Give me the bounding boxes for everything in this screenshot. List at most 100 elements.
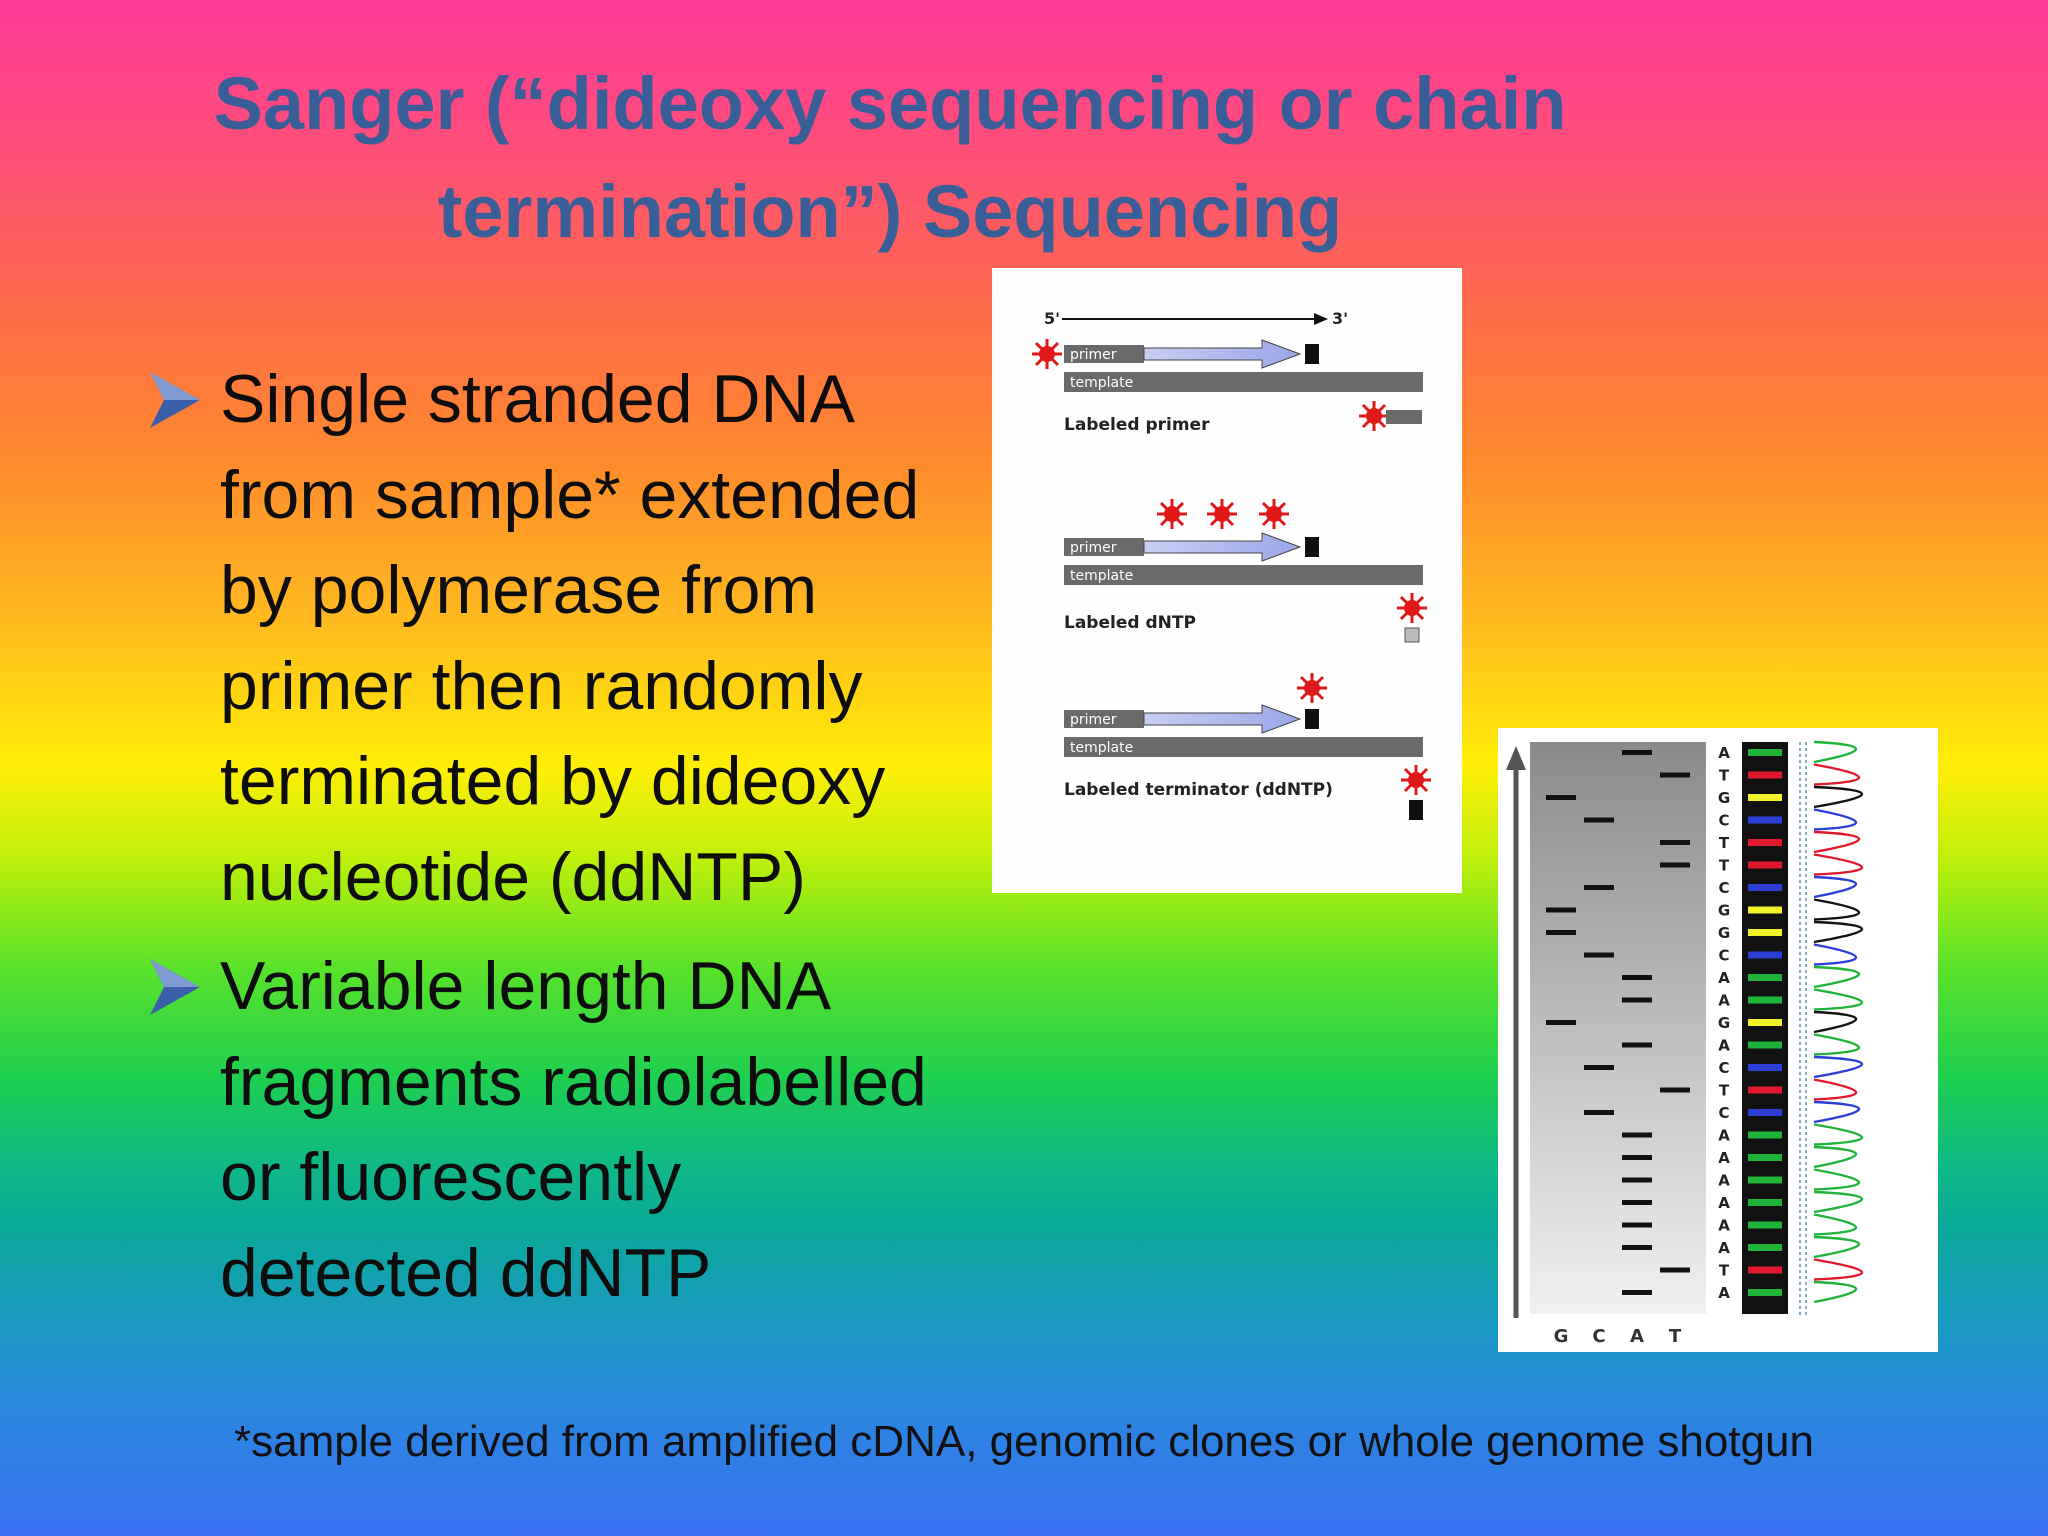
primer-label: primer xyxy=(1070,540,1117,556)
chromatogram-peak xyxy=(1813,1145,1857,1169)
template-label: template xyxy=(1070,740,1133,756)
bullet-line: fragments radiolabelled xyxy=(220,1043,927,1120)
sequence-letter: C xyxy=(1718,812,1729,830)
gel-band xyxy=(1660,1087,1690,1093)
sequence-letter: C xyxy=(1718,1059,1729,1077)
base-color-bar xyxy=(1748,1086,1782,1094)
chromatogram-peak xyxy=(1813,988,1864,1011)
chromatogram-peak xyxy=(1813,785,1864,809)
chromatogram-peak xyxy=(1813,1010,1857,1034)
base-color-bar xyxy=(1748,749,1782,756)
fluorophore-star-icon xyxy=(1399,763,1433,797)
base-color-bar xyxy=(1748,861,1782,869)
gel-band xyxy=(1622,1200,1652,1205)
fluorophore-star-icon xyxy=(1257,497,1291,531)
gel-band xyxy=(1584,1065,1614,1070)
sequence-letter: G xyxy=(1718,924,1730,942)
sequence-letter: A xyxy=(1718,1127,1730,1145)
sequence-letter: G xyxy=(1718,789,1730,807)
gel-band xyxy=(1622,1155,1652,1160)
base-color-bar xyxy=(1748,1244,1782,1251)
base-color-bar xyxy=(1748,884,1782,891)
sequence-letter: T xyxy=(1719,834,1730,852)
sequence-letter: A xyxy=(1718,1149,1730,1167)
base-color-bar xyxy=(1748,1019,1782,1026)
arrow-bullet-icon xyxy=(150,959,200,1015)
chromatogram-peak xyxy=(1813,1123,1864,1146)
sequence-letter: A xyxy=(1718,992,1730,1010)
base-color-bar xyxy=(1748,794,1782,801)
gel-band xyxy=(1660,1267,1690,1273)
chromatogram-peak xyxy=(1813,1078,1857,1101)
title-line-2: termination”) Sequencing xyxy=(437,170,1343,253)
chromatogram-peak xyxy=(1813,763,1861,786)
row-label: Labeled terminator (ddNTP) xyxy=(1064,780,1333,800)
gel-band xyxy=(1622,997,1652,1003)
sequence-color-bars xyxy=(1748,749,1782,1296)
bullet-line: or fluorescently xyxy=(220,1139,682,1215)
chromatogram-peak xyxy=(1813,920,1864,944)
chromatogram-peak xyxy=(1813,1100,1861,1124)
chromatogram-peak xyxy=(1813,830,1861,854)
sequence-letter: A xyxy=(1718,1217,1730,1235)
title-line-1: Sanger (“dideoxy sequencing or chain xyxy=(213,62,1567,145)
chromatogram-peak xyxy=(1813,808,1857,831)
base-color-bar xyxy=(1748,771,1782,779)
bullet-line: nucleotide (ddNTP) xyxy=(220,838,806,915)
base-color-bar xyxy=(1748,1041,1782,1049)
bullet-line: from sample* extended xyxy=(220,456,920,533)
bullet-line: Single stranded DNA xyxy=(220,361,856,437)
sequence-letter: T xyxy=(1719,857,1730,875)
fluorophore-star-icon xyxy=(1030,337,1064,371)
bullet-item: Variable length DNA fragments radiolabel… xyxy=(148,939,1008,1321)
gel-band xyxy=(1546,907,1576,913)
sequence-letter: A xyxy=(1718,1239,1730,1257)
three-prime-label: 3' xyxy=(1332,309,1348,328)
chromatogram-peak xyxy=(1813,1033,1861,1056)
gel-band xyxy=(1546,795,1576,800)
gel-band xyxy=(1546,930,1576,935)
base-color-bar xyxy=(1748,1131,1782,1139)
base-color-bar xyxy=(1748,1154,1782,1161)
sequence-letter: G xyxy=(1718,902,1730,920)
base-color-bar xyxy=(1748,951,1782,959)
row-label: Labeled dNTP xyxy=(1064,613,1196,633)
gel-band xyxy=(1622,1132,1652,1138)
sequence-letter: A xyxy=(1718,1284,1730,1302)
bullet-item: Single stranded DNA from sample* extende… xyxy=(148,352,1008,925)
bullet-line: by polymerase from xyxy=(220,552,818,628)
row-label: Labeled primer xyxy=(1064,415,1210,435)
base-color-bar xyxy=(1748,1199,1782,1206)
gel-band xyxy=(1660,772,1690,778)
arrow-bullet-icon xyxy=(150,372,200,428)
primer-label: primer xyxy=(1070,347,1117,363)
capillary-trace xyxy=(1742,742,1788,1314)
five-prime-label: 5' xyxy=(1044,309,1060,328)
fluorophore-star-icon xyxy=(1295,671,1329,705)
gel-band xyxy=(1622,750,1652,755)
chromatogram-peak xyxy=(1813,853,1864,876)
chromatogram-peak xyxy=(1813,1168,1861,1191)
chromatogram-peak xyxy=(1813,965,1861,989)
sequence-letter: C xyxy=(1718,879,1729,897)
gel-band xyxy=(1660,862,1690,868)
footnote: *sample derived from amplified cDNA, gen… xyxy=(234,1417,1814,1466)
sequence-letter: A xyxy=(1718,744,1730,762)
sequence-letter: C xyxy=(1718,1104,1729,1122)
sequence-letter: A xyxy=(1718,1172,1730,1190)
gel-band xyxy=(1622,1177,1652,1183)
gel-band xyxy=(1584,1110,1614,1115)
gel-band xyxy=(1546,1020,1576,1025)
sequence-letter: T xyxy=(1719,1082,1730,1100)
bullet-line: Variable length DNA xyxy=(220,948,832,1024)
base-color-bar xyxy=(1748,1176,1782,1184)
gel-band xyxy=(1584,952,1614,958)
gel-band xyxy=(1622,1222,1652,1228)
fluorophore-star-icon xyxy=(1205,497,1239,531)
chromatogram-peak xyxy=(1813,875,1857,899)
sequence-letter: A xyxy=(1718,1194,1730,1212)
gel-band xyxy=(1584,817,1614,823)
base-color-bar xyxy=(1748,906,1782,914)
